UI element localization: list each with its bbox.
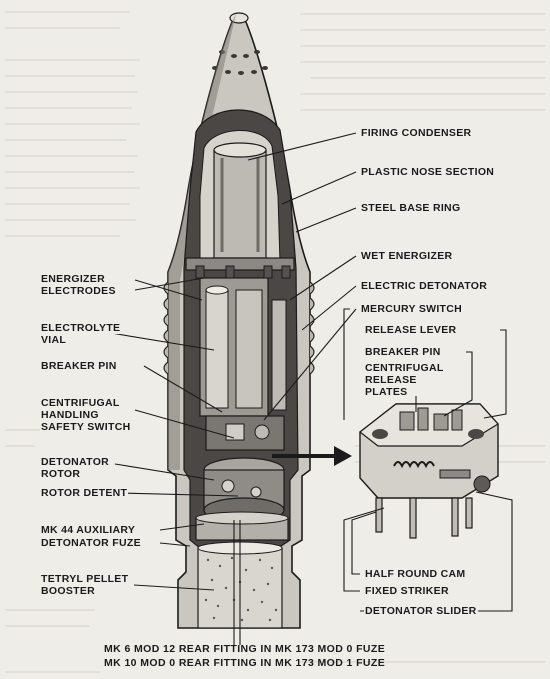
firing-condenser-part xyxy=(213,142,267,259)
mercury-switch-detail xyxy=(359,403,499,539)
label-half-round-cam: HALF ROUND CAM xyxy=(364,568,467,580)
nose-tip xyxy=(229,12,249,24)
label-centrifugal-handling-3: SAFETY SWITCH xyxy=(40,421,132,433)
label-electrolyte-vial-1: ELECTROLYTE xyxy=(40,322,122,334)
label-wet-energizer: WET ENERGIZER xyxy=(360,250,454,262)
label-plastic-nose-section: PLASTIC NOSE SECTION xyxy=(360,166,496,178)
label-breaker-pin-left: BREAKER PIN xyxy=(40,360,118,372)
label-steel-base-ring: STEEL BASE RING xyxy=(360,202,462,214)
label-tetryl-1: TETRYL PELLET xyxy=(40,573,130,585)
fuze-body xyxy=(163,12,315,629)
label-energizer-electrodes-2: ELECTRODES xyxy=(40,285,117,297)
mk44-fuze-part xyxy=(195,511,289,541)
label-centrifugal-release-plates-1: CENTRIFUGAL xyxy=(364,362,445,374)
detail-arrow xyxy=(272,446,352,466)
label-electric-detonator: ELECTRIC DETONATOR xyxy=(360,280,489,292)
label-centrifugal-release-plates-3: PLATES xyxy=(364,386,409,398)
label-detonator-rotor-2: ROTOR xyxy=(40,468,82,480)
label-firing-condenser: FIRING CONDENSER xyxy=(360,127,473,139)
label-breaker-pin-right: BREAKER PIN xyxy=(364,346,442,358)
switch-legs xyxy=(375,497,473,539)
shell-left-shadow xyxy=(168,14,236,470)
label-mk44-2: DETONATOR FUZE xyxy=(40,537,142,549)
label-rotor-detent: ROTOR DETENT xyxy=(40,487,129,499)
spring-coil xyxy=(393,461,435,469)
slider-rod xyxy=(439,469,471,479)
label-detonator-rotor-1: DETONATOR xyxy=(40,456,111,468)
switch-top-plate xyxy=(359,403,499,447)
label-energizer-electrodes-1: ENERGIZER xyxy=(40,273,106,285)
caption-line-1: MK 6 MOD 12 REAR FITTING IN MK 173 MOD 0… xyxy=(104,643,386,655)
thread-ridges-left xyxy=(163,281,169,375)
energizer-electrodes-part xyxy=(195,265,291,279)
label-electrolyte-vial-2: VIAL xyxy=(40,334,68,346)
nose-vent-holes xyxy=(212,50,268,75)
striker-knob xyxy=(473,475,491,493)
safety-switch-mechanism xyxy=(205,415,285,451)
label-fixed-striker: FIXED STRIKER xyxy=(364,585,450,597)
label-tetryl-2: BOOSTER xyxy=(40,585,97,597)
thread-ridges-right xyxy=(309,281,315,375)
label-detonator-slider: DETONATOR SLIDER xyxy=(364,605,478,617)
label-release-lever: RELEASE LEVER xyxy=(364,324,458,336)
label-mercury-switch: MERCURY SWITCH xyxy=(360,303,464,315)
release-plates-part xyxy=(399,407,463,431)
wet-energizer-part xyxy=(199,277,287,417)
caption-line-2: MK 10 MOD 0 REAR FITTING IN MK 173 MOD 1… xyxy=(104,657,386,669)
label-mk44-1: MK 44 AUXILIARY xyxy=(40,524,137,536)
label-centrifugal-handling-1: CENTRIFUGAL xyxy=(40,397,121,409)
label-centrifugal-handling-2: HANDLING xyxy=(40,409,100,421)
background-text-lines xyxy=(5,11,545,673)
label-centrifugal-release-plates-2: RELEASE xyxy=(364,374,418,386)
